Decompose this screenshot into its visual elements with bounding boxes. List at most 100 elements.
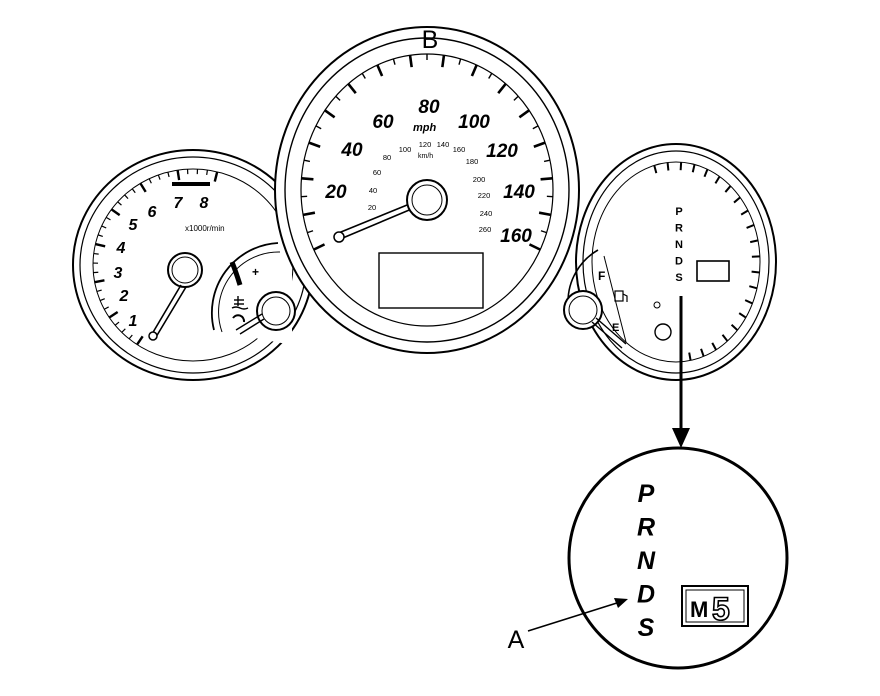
speedometer-tick xyxy=(308,141,321,148)
manual-mode-letter: M xyxy=(690,597,708,622)
cluster-indicator-icon xyxy=(653,301,661,309)
speedometer-tick xyxy=(532,125,539,130)
detail-gear-letter: P xyxy=(638,480,655,508)
fuel-gauge-needle xyxy=(591,317,627,349)
kmh-number: 60 xyxy=(373,168,381,177)
speedometer-tick xyxy=(488,72,493,79)
kmh-number: 20 xyxy=(368,203,376,212)
detail-gear-letter: D xyxy=(637,581,655,609)
tachometer-tick xyxy=(136,335,144,346)
speedometer-tick xyxy=(324,109,336,119)
fuel-cluster-tick xyxy=(688,352,692,361)
kmh-unit-label: km/h xyxy=(418,153,433,160)
speedometer-tick xyxy=(335,95,341,101)
tachometer-tick xyxy=(131,188,136,194)
coolant-temp-icon xyxy=(231,296,249,310)
fuel-cluster-tick xyxy=(751,270,760,274)
speedometer-tick xyxy=(538,211,552,217)
kmh-number: 120 xyxy=(419,140,432,149)
tachometer-tick xyxy=(121,328,126,333)
speedometer-tick xyxy=(376,64,384,77)
tachometer-needle xyxy=(151,284,187,338)
speedometer-tick xyxy=(408,55,413,68)
mph-number: 120 xyxy=(486,141,518,162)
fuel-pump-icon xyxy=(614,290,628,302)
speedometer-tick xyxy=(441,55,446,68)
mph-number: 40 xyxy=(340,140,363,161)
fuel-cluster-tick xyxy=(746,224,755,229)
mph-number: 80 xyxy=(418,97,440,118)
temp-plus-label: + xyxy=(252,265,259,279)
kmh-number: 140 xyxy=(437,140,450,149)
speedometer-tick xyxy=(307,230,314,234)
speedometer-tick xyxy=(302,211,316,217)
tachometer-tick xyxy=(124,194,129,200)
tachometer-tick xyxy=(96,289,102,293)
tachometer-number: 5 xyxy=(129,217,139,234)
tachometer-number: 4 xyxy=(116,240,126,257)
fuel-cluster-tick xyxy=(700,348,705,357)
speedometer-tick xyxy=(513,95,519,101)
tachometer-tick xyxy=(128,334,133,340)
mph-number: 20 xyxy=(324,182,347,203)
tachometer-tick xyxy=(95,242,106,248)
odometer-display xyxy=(378,252,484,309)
speedometer-tick xyxy=(497,82,507,94)
kmh-number: 220 xyxy=(478,191,491,200)
speedometer-tick xyxy=(313,243,326,251)
mph-number: 60 xyxy=(372,112,394,133)
temperature-gauge: + xyxy=(210,242,296,345)
detail-gear-letter: R xyxy=(637,514,655,542)
tachometer-tick xyxy=(110,208,121,217)
tachometer-number: 7 xyxy=(174,195,184,212)
fuel-cluster-tick xyxy=(724,185,732,193)
callout-a: A xyxy=(508,626,525,654)
fuel-cluster-tick xyxy=(744,299,753,305)
detail-gear-letter: N xyxy=(637,547,656,575)
speedometer-tick xyxy=(540,177,553,181)
tachometer-tick xyxy=(99,298,105,302)
fuel-cluster-tick xyxy=(714,175,721,184)
speedometer-tick xyxy=(458,58,462,65)
manual-mode-display xyxy=(681,585,749,627)
tachometer-tick xyxy=(206,169,209,176)
tachometer-tick xyxy=(94,279,105,284)
fuel-cluster-tick xyxy=(749,285,758,290)
speedometer-tick xyxy=(540,230,547,234)
tachometer-tick xyxy=(117,201,122,206)
cluster-gear-letter: R xyxy=(675,223,683,235)
speedometer-tick xyxy=(347,82,357,94)
kmh-number: 180 xyxy=(466,157,479,166)
speedometer-needle xyxy=(335,202,415,241)
speedometer-tick xyxy=(543,159,551,163)
fuel-cluster-tick xyxy=(738,312,747,319)
zoom-arrow xyxy=(672,296,690,448)
cluster-gear-letter: S xyxy=(675,272,682,284)
callout-a-pointer xyxy=(527,598,628,632)
speedometer-tick xyxy=(533,141,546,148)
tachometer-tick xyxy=(114,321,120,326)
manual-mode-digit: 5 xyxy=(712,591,730,627)
kmh-number: 160 xyxy=(453,145,466,154)
tachometer-tick xyxy=(148,178,152,184)
tachometer-tick xyxy=(108,311,119,319)
tachometer-tick xyxy=(97,234,103,238)
cluster-gear-letter: P xyxy=(675,206,682,218)
detail-gear-letter: S xyxy=(638,614,655,642)
tachometer-tick xyxy=(105,216,111,221)
tachometer-number: 3 xyxy=(114,265,123,282)
tachometer-tick xyxy=(103,306,109,310)
kmh-number: 40 xyxy=(369,186,377,195)
fuel-cluster-tick xyxy=(733,196,741,204)
speedometer-tick xyxy=(470,64,478,77)
speedometer-tick xyxy=(392,58,396,65)
temp-gauge-hub xyxy=(256,291,296,331)
tachometer-number: 6 xyxy=(148,204,157,221)
